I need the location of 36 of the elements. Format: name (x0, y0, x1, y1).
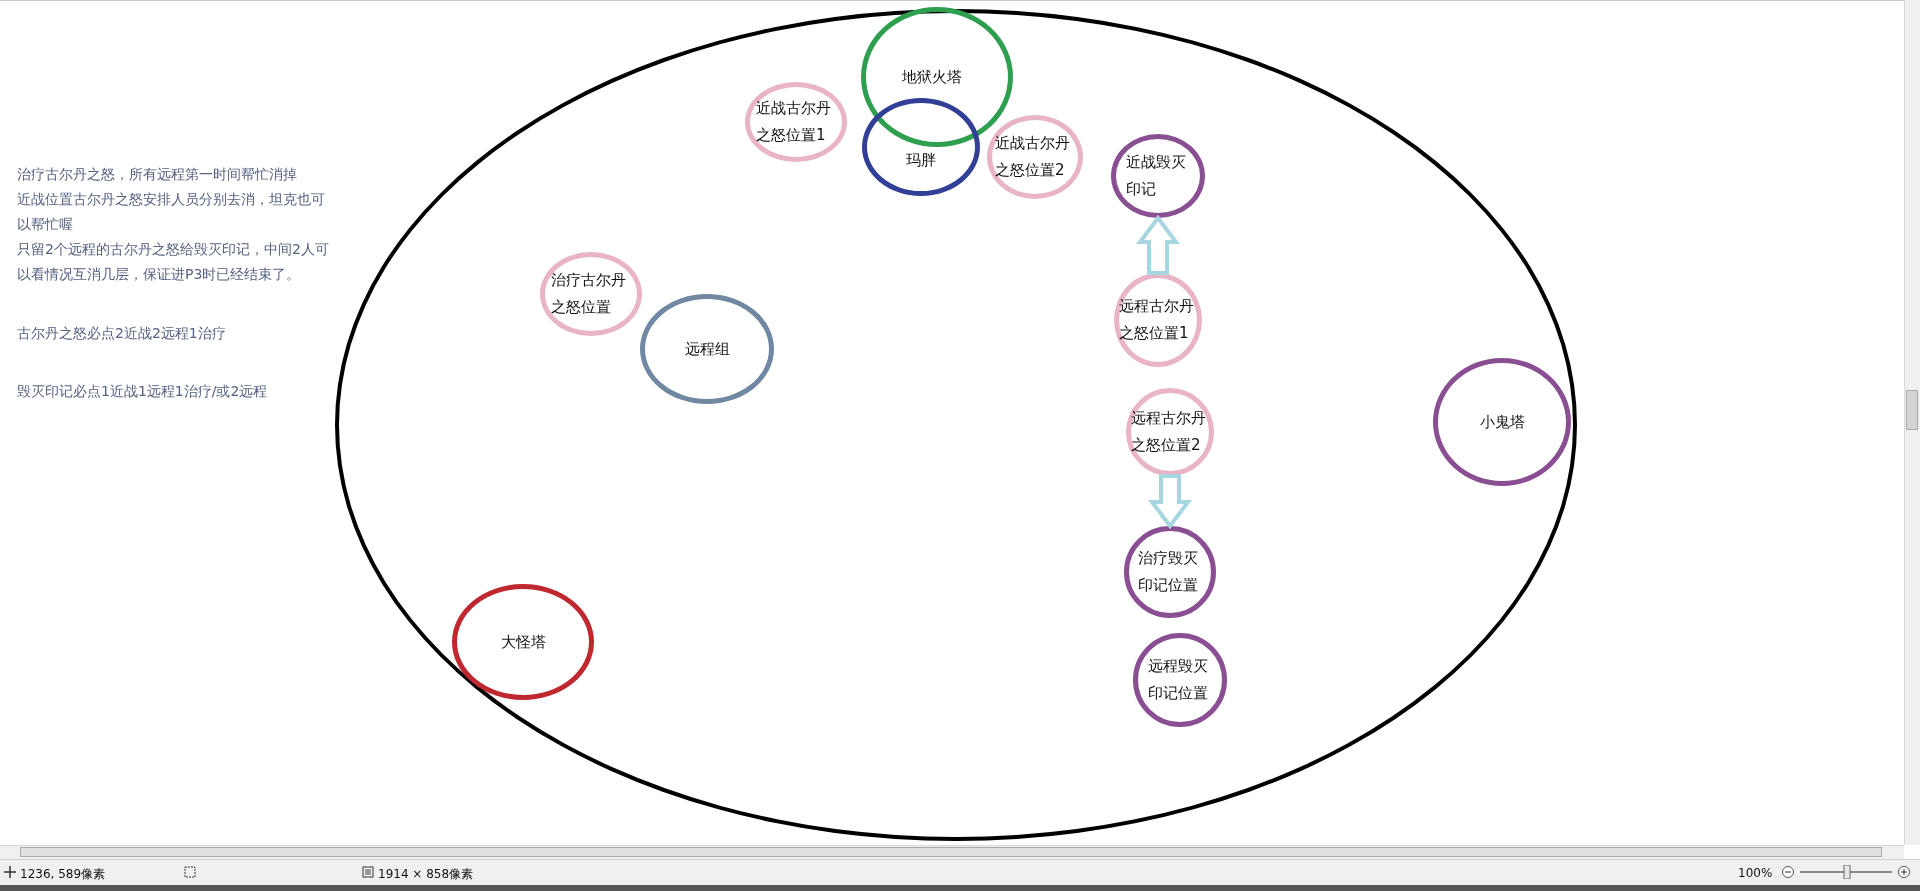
position-circle (1124, 526, 1216, 618)
arena-ellipse (335, 9, 1577, 841)
note-text: 只留2个远程的古尔丹之怒给毁灭印记，中间2人可以看情况互消几层，保证进P3时已经结束了。 (17, 240, 330, 284)
position-circle (452, 584, 594, 700)
position-circle (1114, 273, 1202, 367)
circle-label: 远程古尔丹之怒位置2 (1131, 408, 1207, 456)
position-circle (745, 82, 847, 162)
status-text: 1236, 589像素 (20, 866, 106, 883)
circle-label: 治疗毁灭印记位置 (1138, 548, 1199, 596)
position-circle (1126, 388, 1214, 476)
circle-label: 治疗古尔丹之怒位置 (551, 270, 627, 318)
position-circle (540, 252, 642, 336)
block-arrow (1148, 474, 1192, 530)
position-circle (640, 294, 774, 404)
note-text: 毁灭印记必点1近战1远程1治疗/或2远程 (17, 382, 269, 401)
note-text: 治疗古尔丹之怒，所有远程第一时间帮忙消掉 (17, 165, 298, 184)
circle-label: 近战古尔丹之怒位置2 (995, 133, 1071, 181)
block-arrow (1136, 214, 1180, 275)
circle-label: 近战古尔丹之怒位置1 (756, 98, 832, 146)
circle-label: 小鬼塔 (1478, 411, 1526, 433)
position-circle (1133, 633, 1227, 727)
circle-label: 大怪塔 (499, 631, 547, 653)
position-circle (987, 115, 1083, 199)
position-circle (862, 98, 980, 196)
circle-label: 玛胖 (905, 149, 937, 171)
circle-label: 近战毁灭印记 (1126, 152, 1187, 200)
note-text: 古尔丹之怒必点2近战2远程1治疗 (17, 324, 227, 343)
circle-label: 远程古尔丹之怒位置1 (1119, 296, 1195, 344)
circle-label: 地狱火塔 (902, 66, 963, 88)
note-text: 近战位置古尔丹之怒安排人员分别去消，坦克也可以帮忙喔 (17, 190, 326, 234)
status-text: 1914 × 858像素 (378, 866, 474, 883)
circle-label: 远程毁灭印记位置 (1148, 656, 1209, 704)
position-circle (1433, 358, 1571, 486)
circle-label: 远程组 (683, 338, 731, 360)
position-circle (1111, 134, 1205, 218)
zoom-level: 100% (1738, 866, 1773, 880)
